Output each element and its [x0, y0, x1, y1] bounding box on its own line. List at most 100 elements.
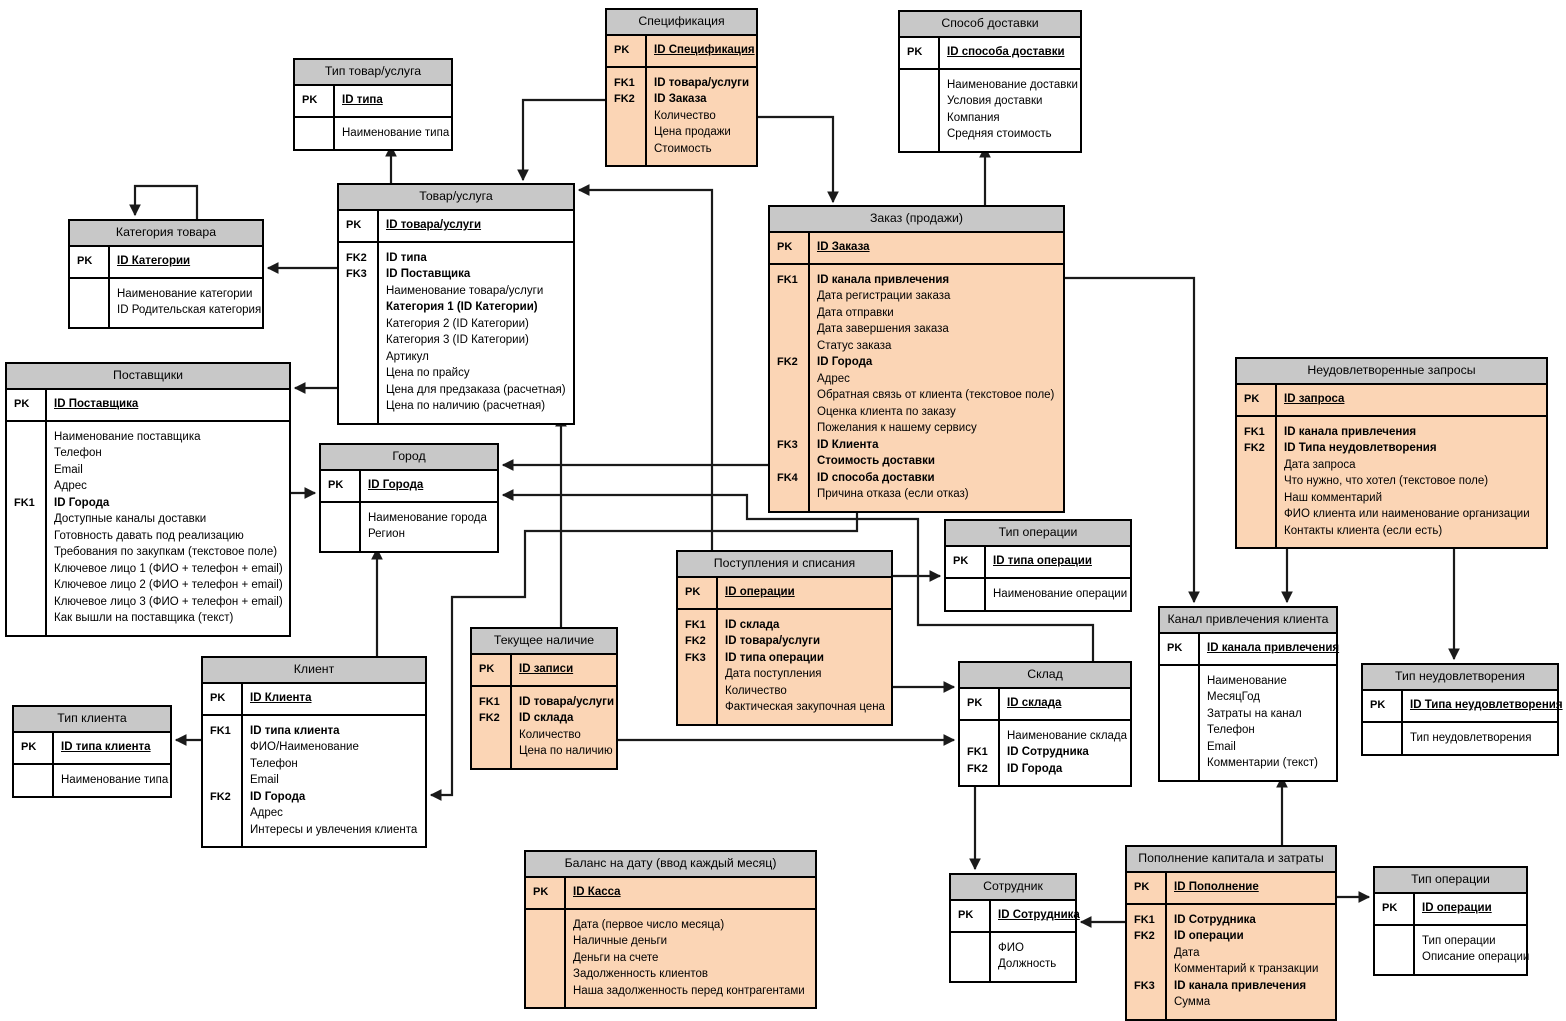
- attribute-row: Дата поступления: [678, 666, 891, 683]
- key-label: [1160, 739, 1198, 756]
- attribute-name: ID Города: [817, 356, 873, 368]
- attribute-row: Категория 2 (ID Категории): [339, 316, 573, 333]
- connector-zakaz-to-kanal[interactable]: [1065, 276, 1200, 604]
- attribute-name: ID типа клиента: [250, 724, 340, 737]
- attribute-row: Телефон: [7, 445, 289, 462]
- connector-sklad-to-gorod[interactable]: [501, 489, 1095, 661]
- key-label: PK: [21, 741, 37, 753]
- attribute-name: Регион: [368, 528, 405, 540]
- attribute-row: Адрес: [770, 371, 1063, 388]
- key-label: [339, 332, 377, 349]
- key-label: [770, 387, 808, 404]
- key-label: [526, 966, 564, 983]
- attributes-section: Тип неудовлетворения: [1363, 720, 1557, 754]
- key-label: PK: [614, 44, 630, 56]
- key-label: [900, 77, 938, 94]
- attribute-name: Средняя стоимость: [947, 128, 1052, 140]
- attribute-row: Условия доставки: [900, 93, 1080, 110]
- connector-spec-to-zakaz[interactable]: [758, 115, 839, 204]
- attribute-name: Email: [250, 774, 279, 786]
- connector-kategoria-self-loop[interactable]: [129, 184, 199, 219]
- connector-postup-to-tovar[interactable]: [577, 184, 714, 550]
- attribute-name: Наименование города: [368, 511, 487, 524]
- key-label: [1160, 673, 1198, 690]
- key-label: [339, 382, 377, 399]
- attribute-name: Дата: [1174, 946, 1200, 959]
- attribute-row: Email: [1160, 739, 1336, 756]
- attribute-name: Требования по закупкам (текстовое поле): [54, 546, 278, 558]
- entity-title: Тип клиента: [14, 707, 170, 733]
- entity-title: Тип операции: [1375, 868, 1526, 894]
- attribute-name: Наименование типа: [342, 126, 450, 139]
- primary-key-attribute: ID Заказа: [817, 241, 870, 253]
- key-label: [70, 302, 108, 319]
- attribute-name: Комментарии (текст): [1207, 757, 1318, 769]
- attribute-name: МесяцГод: [1207, 691, 1260, 703]
- key-label: [900, 93, 938, 110]
- connector-zakaz-to-klient[interactable]: [429, 495, 859, 801]
- attribute-name: ID канала привлечения: [1284, 425, 1417, 438]
- key-label: [339, 398, 377, 415]
- primary-key-attribute: ID товара/услуги: [386, 219, 482, 231]
- key-label: [339, 349, 377, 366]
- key-label: FK4: [777, 471, 798, 484]
- connector-spec-to-tovar[interactable]: [517, 98, 605, 182]
- key-label: [946, 586, 984, 603]
- attribute-name: Количество: [519, 728, 581, 741]
- key-label: PK: [302, 94, 318, 106]
- attribute-name: Наименование операции: [993, 587, 1128, 600]
- attribute-row: Наименование поставщика: [7, 429, 289, 446]
- attribute-row: Регион: [321, 526, 497, 543]
- key-label: [7, 577, 45, 594]
- attribute-row: Адрес: [203, 805, 425, 822]
- attribute-row: ФИО клиента или наименование организации: [1237, 506, 1546, 523]
- entity-title: Клиент: [203, 658, 425, 684]
- key-label: PK: [685, 586, 701, 598]
- attribute-row: Фактическая закупочная цена: [678, 699, 891, 716]
- key-label: FK1: [14, 496, 35, 509]
- attribute-name: Количество: [654, 109, 716, 122]
- key-label: [678, 666, 716, 683]
- attribute-row: Дата отправки: [770, 305, 1063, 322]
- attribute-row: Описание операции: [1375, 949, 1529, 966]
- attribute-name: Доступные каналы доставки: [54, 513, 207, 525]
- attribute-name: ФИО клиента или наименование организации: [1284, 508, 1530, 520]
- attribute-name: ID Сотрудника: [1174, 913, 1256, 926]
